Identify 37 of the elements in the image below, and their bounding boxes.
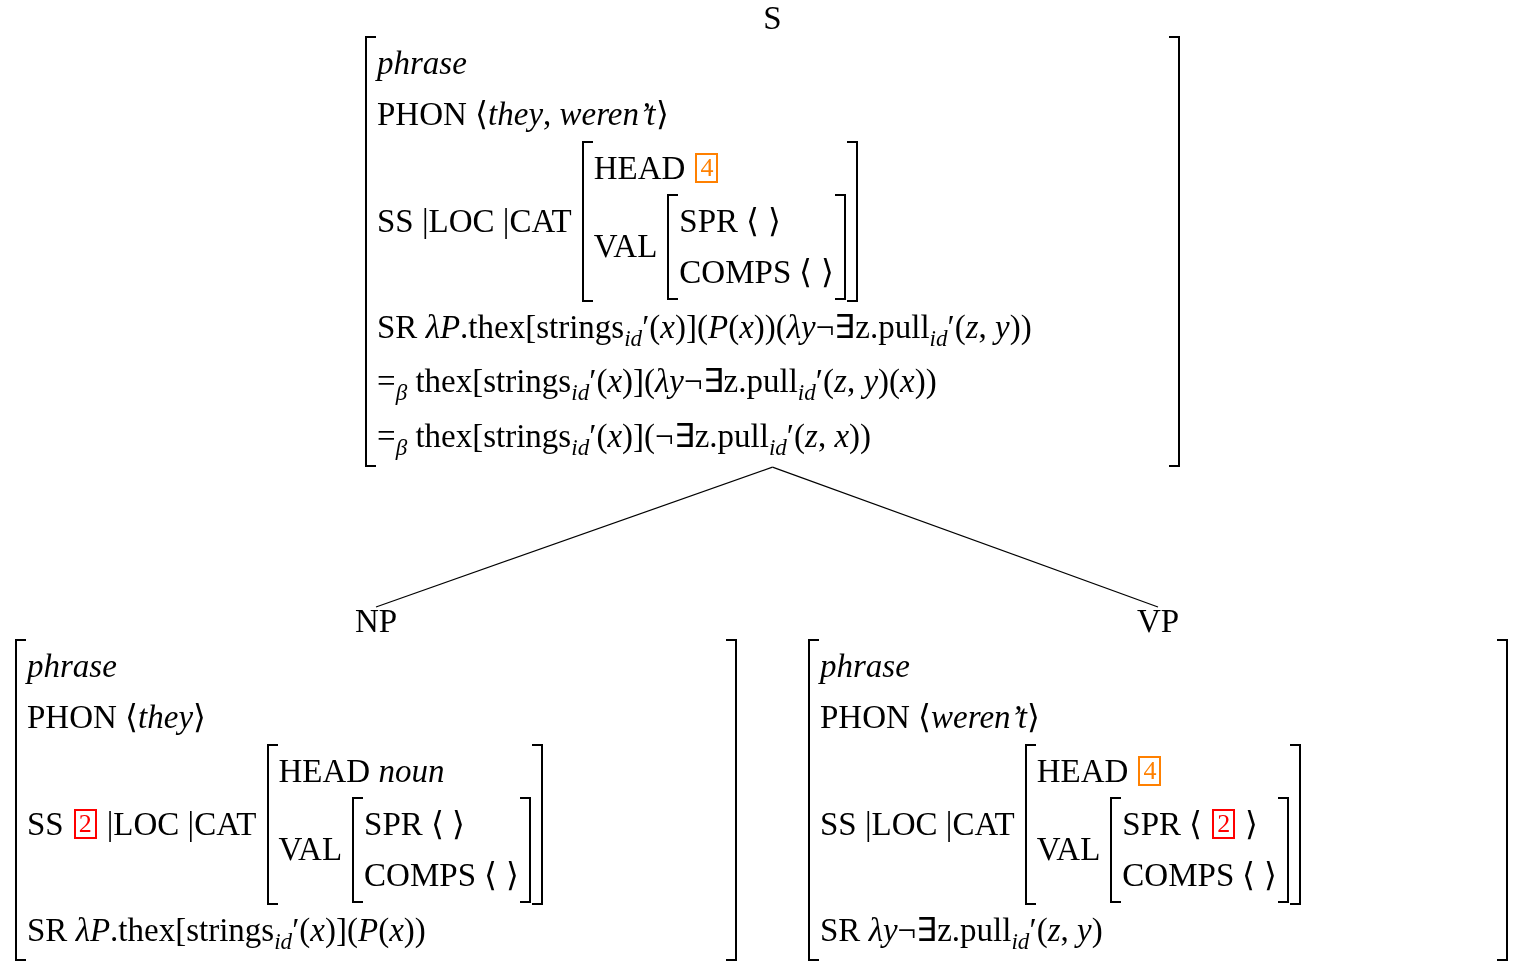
feature-text: PHON ⟨they, weren’t⟩ — [377, 95, 669, 135]
feature-text: PHON ⟨they⟩ — [27, 698, 207, 738]
category-label: VP — [1136, 603, 1180, 640]
index-tag: 4 — [695, 153, 719, 184]
feature-text: SR λP.thex[strings$_{id}$′(x)](P(x))(λy¬∃z.pull$_{id}$′(z, y)) — [377, 308, 1032, 353]
feature-text: PHON ⟨weren’t⟩ — [820, 698, 1041, 738]
feature-text: phrase — [27, 647, 117, 687]
feature-text: =$_{β}$ thex[strings$_{id}$′(x)](λy¬∃z.pull$_{id}$′(z, y)(x)) — [377, 362, 937, 407]
category-label: NP — [354, 603, 398, 640]
feature-text: HEAD — [1036, 751, 1129, 791]
feature-text: =$_{β}$ thex[strings$_{id}$′(x)](¬∃z.pull$_{id}$′(z, x)) — [377, 416, 872, 462]
feature-text: VAL — [1036, 830, 1101, 870]
feature-text: SS — [27, 804, 64, 844]
feature-text: SPR ⟨ ⟩ — [364, 804, 466, 844]
feature-text: |LOC |CAT — [106, 804, 257, 844]
index-tag: 2 — [73, 809, 97, 840]
feature-text: SS |LOC |CAT — [820, 804, 1015, 844]
feature-text: phrase — [377, 44, 467, 84]
feature-text: SPR ⟨ ⟩ — [679, 201, 781, 241]
feature-text: HEAD noun — [278, 751, 445, 791]
category-label: S — [763, 0, 782, 37]
feature-text: SR λP.thex[strings$_{id}$′(x)](P(x)) — [27, 911, 426, 956]
index-tag: 4 — [1138, 756, 1162, 787]
feature-text: HEAD — [593, 148, 686, 188]
feature-text: ⟩ — [1245, 804, 1259, 844]
index-tag: 2 — [1212, 809, 1236, 840]
feature-text: phrase — [820, 647, 910, 687]
feature-text: VAL — [278, 830, 343, 870]
tree-branch — [375, 466, 774, 608]
feature-text: SPR ⟨ — [1122, 804, 1203, 844]
feature-text: COMPS ⟨ ⟩ — [1122, 855, 1277, 895]
feature-text: COMPS ⟨ ⟩ — [364, 855, 519, 895]
feature-text: VAL — [593, 227, 658, 267]
feature-text: SS |LOC |CAT — [377, 201, 572, 241]
feature-text: COMPS ⟨ ⟩ — [679, 252, 834, 292]
feature-text: SR λy¬∃z.pull$_{id}$′(z, y) — [820, 911, 1103, 956]
tree-branch — [771, 466, 1159, 608]
